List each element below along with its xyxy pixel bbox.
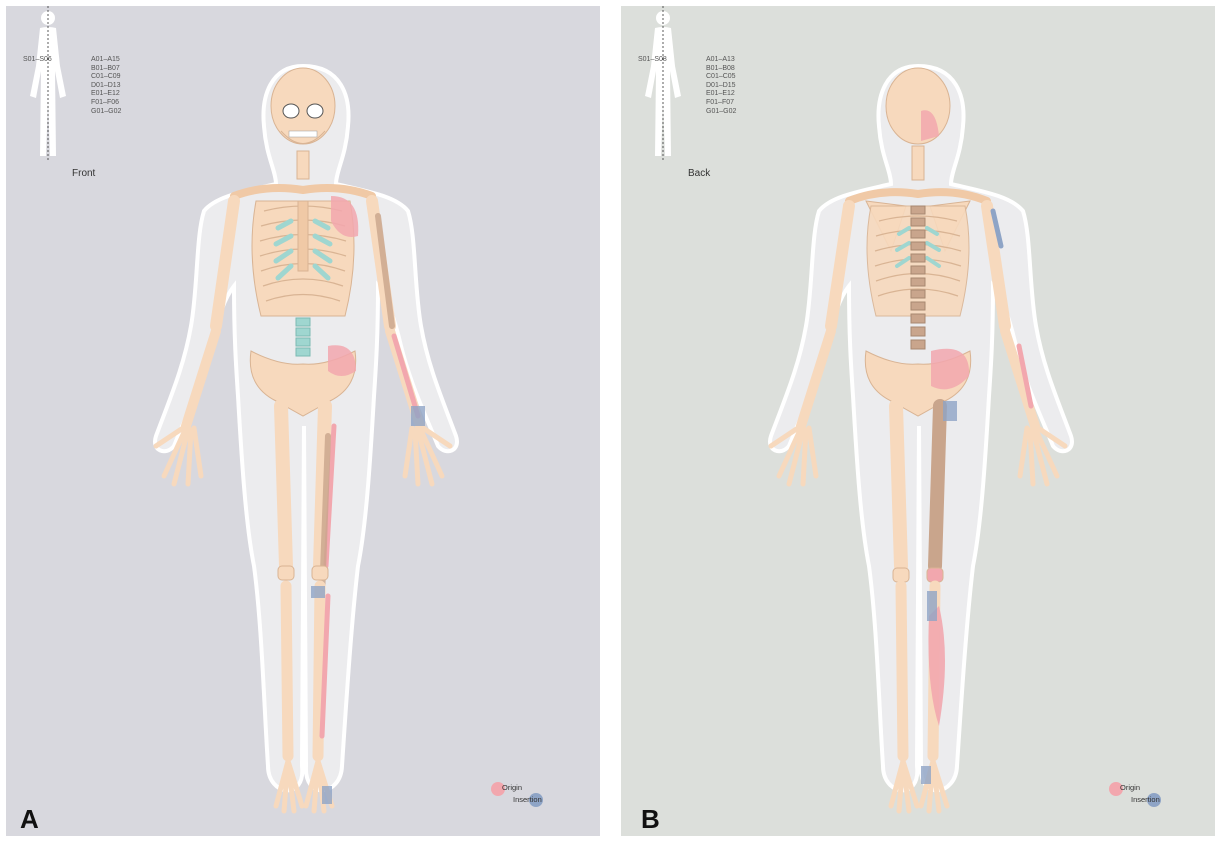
teeth [289,131,317,137]
segment-code: B01–B07 [91,65,121,74]
hand-insertion [411,406,425,426]
right-patella [312,566,328,580]
segment-code: C01–C09 [91,73,121,82]
panel-back: S01–S08 A01–A13 B01–B08 C01–C05 D01–D15 … [621,6,1215,836]
segment-code: E01–E12 [706,90,736,99]
origin-label: Origin [502,783,522,792]
right-tibia [318,586,320,756]
segment-code: D01–D15 [706,82,736,91]
skull-back [886,68,950,144]
left-femur [896,406,901,566]
segment-code: G01–G02 [706,108,736,117]
sternum [298,201,308,271]
segment-code: G01–G02 [91,108,121,117]
mini-figure-back [621,6,711,166]
segment-code: C01–C05 [706,73,736,82]
segment-code-left: S01–S08 [638,56,667,63]
panel-letter-a: A [20,804,39,835]
segment-code-list: A01–A13 B01–B08 C01–C05 D01–D15 E01–E12 … [706,56,736,116]
segment-code: A01–A13 [706,56,736,65]
mini-figure-front [6,6,96,166]
left-femur [281,406,286,566]
segment-code: B01–B08 [706,65,736,74]
segment-code: E01–E12 [91,90,121,99]
legend: Origin Insertion [491,780,561,820]
knee-insertion [311,586,325,598]
left-tibia [901,586,903,756]
cervical-spine [912,146,924,180]
view-label: Back [688,168,710,179]
calf-insertion [927,591,937,621]
right-orbit [307,104,323,118]
left-tibia [286,586,288,756]
segment-code: F01–F07 [706,99,736,108]
insertion-label: Insertion [513,795,542,804]
legend: Origin Insertion [1109,780,1179,820]
view-label: Front [72,168,95,179]
segment-code: D01–D13 [91,82,121,91]
segment-code: F01–F06 [91,99,121,108]
segment-code: A01–A15 [91,56,121,65]
origin-label: Origin [1120,783,1140,792]
right-knee [927,568,943,582]
right-femur [935,406,940,566]
hip-insertion [943,401,957,421]
foot-insertion [322,786,332,804]
panel-letter-b: B [641,804,660,835]
left-patella [278,566,294,580]
foot-insertion [921,766,931,784]
insertion-label: Insertion [1131,795,1160,804]
cervical-spine [297,151,309,179]
panel-front: S01–S06 A01–A15 B01–B07 C01–C09 D01–D13 … [6,6,600,836]
left-orbit [283,104,299,118]
segment-code-list: A01–A15 B01–B07 C01–C09 D01–D13 E01–E12 … [91,56,121,116]
left-knee [893,568,909,582]
segment-code-left: S01–S06 [23,56,52,63]
